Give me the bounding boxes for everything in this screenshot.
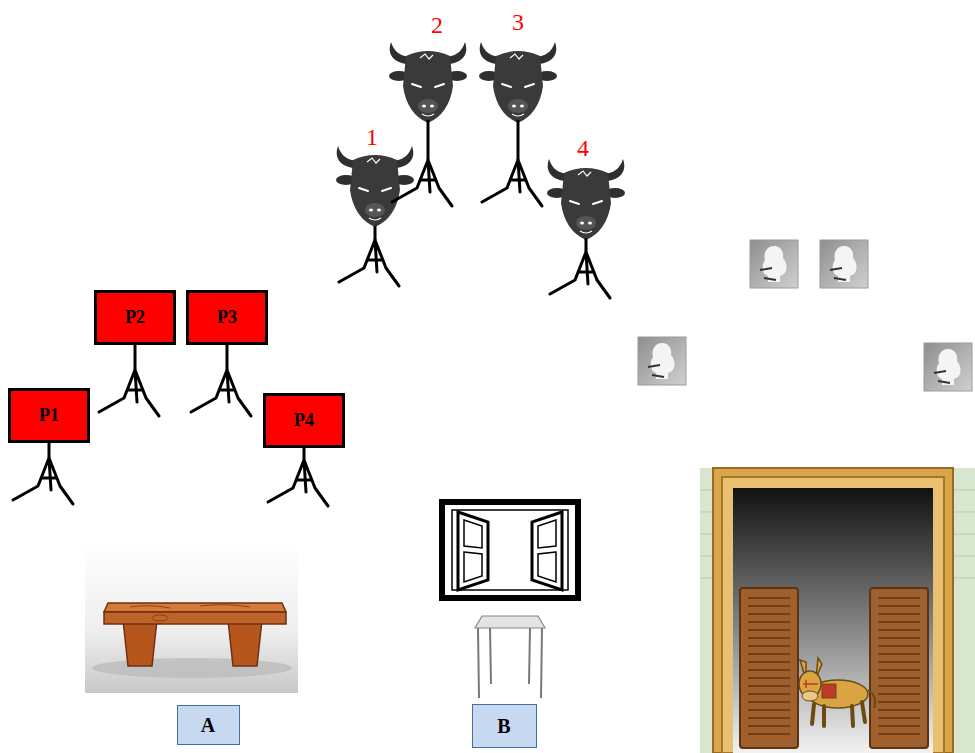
callout-number: 1 xyxy=(366,125,378,149)
sign-board: P4 xyxy=(263,393,345,448)
bison-target xyxy=(547,159,625,298)
small-target xyxy=(820,240,868,288)
bison-target xyxy=(389,42,467,206)
sign-tripod xyxy=(191,344,251,416)
sign-tripod xyxy=(268,447,328,506)
sign-tripod xyxy=(99,344,159,416)
saloon-door-picture xyxy=(700,468,975,753)
position-tag: B xyxy=(472,704,537,748)
node-text: P2 xyxy=(125,307,145,328)
node-text: A xyxy=(201,714,215,737)
node-text: P1 xyxy=(39,405,59,426)
sign-board: P2 xyxy=(94,290,176,345)
bison-target xyxy=(336,146,414,286)
callout-number: 4 xyxy=(577,136,589,160)
node-text: P4 xyxy=(294,410,314,431)
sign-tripod xyxy=(13,442,73,504)
bison-target xyxy=(479,42,557,206)
sign-board: P3 xyxy=(186,290,268,345)
node-text: B xyxy=(497,715,510,738)
small-target xyxy=(924,343,972,391)
sign-board: P1 xyxy=(8,388,90,443)
donkey-figure xyxy=(799,658,875,726)
small-target xyxy=(750,240,798,288)
window-picture xyxy=(442,502,578,698)
bench-picture xyxy=(85,540,298,693)
callout-number: 2 xyxy=(431,13,443,37)
small-target xyxy=(638,337,686,385)
position-tag: A xyxy=(177,705,240,745)
callout-number: 3 xyxy=(512,10,524,34)
node-text: P3 xyxy=(217,307,237,328)
